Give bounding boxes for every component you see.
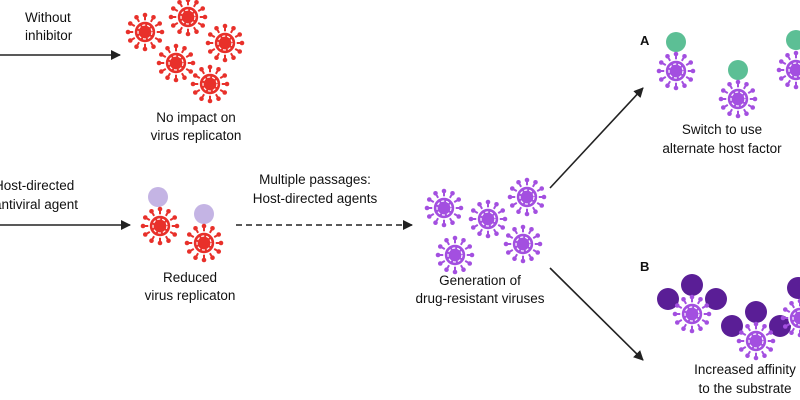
- red-virus: [205, 23, 245, 63]
- passages-label-line2: Host-directed agents: [253, 191, 378, 206]
- resistant-virus: [718, 79, 758, 119]
- panel-b-label: B: [640, 259, 649, 274]
- red-virus: [140, 206, 180, 246]
- without-inhibitor-label-line2: inhibitor: [25, 28, 73, 43]
- substrate-particle: [745, 301, 767, 323]
- host-factors: [148, 30, 800, 337]
- resistant-virus: [468, 199, 508, 239]
- red-virus: [168, 0, 208, 37]
- substrate-particle: [681, 274, 703, 296]
- no-impact-label-line1: No impact on: [156, 110, 236, 125]
- red-virus: [190, 64, 230, 104]
- generation-label-line2: drug-resistant viruses: [415, 291, 544, 306]
- resistant-virus: [424, 188, 464, 228]
- resistant-virus: [656, 51, 696, 91]
- reduced-label-line2: virus replicaton: [145, 288, 236, 303]
- panel-a-label: A: [640, 33, 650, 48]
- substrate-particle: [787, 277, 800, 299]
- substrate-particle: [769, 315, 791, 337]
- affinity-label-line2: to the substrate: [698, 381, 791, 396]
- resistant-virus: [672, 294, 712, 334]
- resistant-virus: [780, 298, 800, 338]
- lavender-host-factor: [148, 187, 168, 207]
- resistant-virus: [736, 321, 776, 361]
- no-impact-label-line2: virus replicaton: [151, 128, 242, 143]
- teal-host-factor: [666, 32, 686, 52]
- substrate-particle: [705, 288, 727, 310]
- switch-label-line1: Switch to use: [682, 122, 762, 137]
- passages-label-line1: Multiple passages:: [259, 172, 371, 187]
- virus-particles: [125, 0, 800, 361]
- host-directed-label-line2: antiviral agent: [0, 197, 78, 212]
- teal-host-factor: [786, 30, 800, 50]
- switch-label-line2: alternate host factor: [662, 141, 782, 156]
- affinity-label-line1: Increased affinity: [694, 362, 796, 377]
- path-b-arrow: [549, 267, 644, 361]
- resistant-virus: [503, 224, 543, 264]
- resistant-virus: [435, 235, 475, 275]
- resistant-virus: [507, 177, 547, 217]
- substrate-particle: [721, 315, 743, 337]
- reduced-label-line1: Reduced: [163, 270, 217, 285]
- substrate-particle: [657, 288, 679, 310]
- resistant-virus: [776, 50, 800, 90]
- without-inhibitor-label-line1: Without: [25, 10, 71, 25]
- generation-label-line1: Generation of: [439, 273, 521, 288]
- red-virus: [156, 43, 196, 83]
- red-virus: [184, 223, 224, 263]
- lavender-host-factor: [194, 204, 214, 224]
- host-directed-label-line1: Host-directed: [0, 178, 74, 193]
- red-virus: [125, 12, 165, 52]
- teal-host-factor: [728, 60, 748, 80]
- path-a-arrow: [549, 87, 644, 189]
